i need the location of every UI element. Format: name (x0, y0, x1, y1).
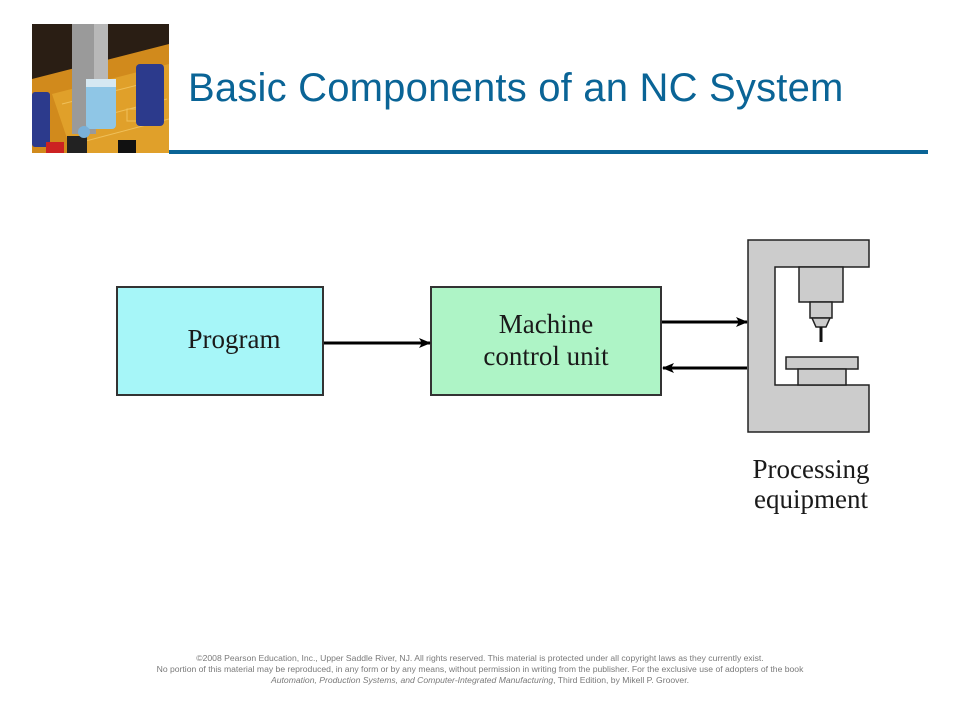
machine-control-unit-block: Machine control unit (430, 286, 662, 396)
program-box (116, 286, 324, 396)
mcu-label-line2: control unit (483, 341, 609, 371)
spindle-nose (810, 317, 832, 328)
copyright-footer: ©2008 Pearson Education, Inc., Upper Sad… (0, 653, 960, 686)
worktable (785, 356, 859, 370)
circuit-board-image (32, 24, 169, 153)
footer-line-2: No portion of this material may be repro… (156, 664, 804, 674)
program-block: Program (116, 286, 324, 396)
machine-frame (747, 239, 870, 433)
footer-line-1: ©2008 Pearson Education, Inc., Upper Sad… (196, 653, 764, 663)
spindle-head (798, 266, 844, 303)
title-underline (169, 150, 928, 154)
mcu-label-line1: Machine (499, 309, 593, 339)
circuit-board-photo (32, 24, 169, 153)
footer-line-3: Automation, Production Systems, and Comp… (0, 675, 960, 686)
book-title: Automation, Production Systems, and Comp… (271, 675, 554, 685)
processing-equipment-icon (747, 239, 870, 433)
spindle-chuck (809, 301, 833, 319)
mcu-box (430, 286, 662, 396)
book-edition-author: , Third Edition, by Mikell P. Groover. (553, 675, 689, 685)
equipment-label-line2: equipment (754, 484, 868, 514)
equipment-label-line1: Processing (753, 454, 870, 484)
slide-title: Basic Components of an NC System (188, 66, 844, 110)
program-label: Program (188, 324, 281, 354)
worktable-base (797, 368, 847, 386)
